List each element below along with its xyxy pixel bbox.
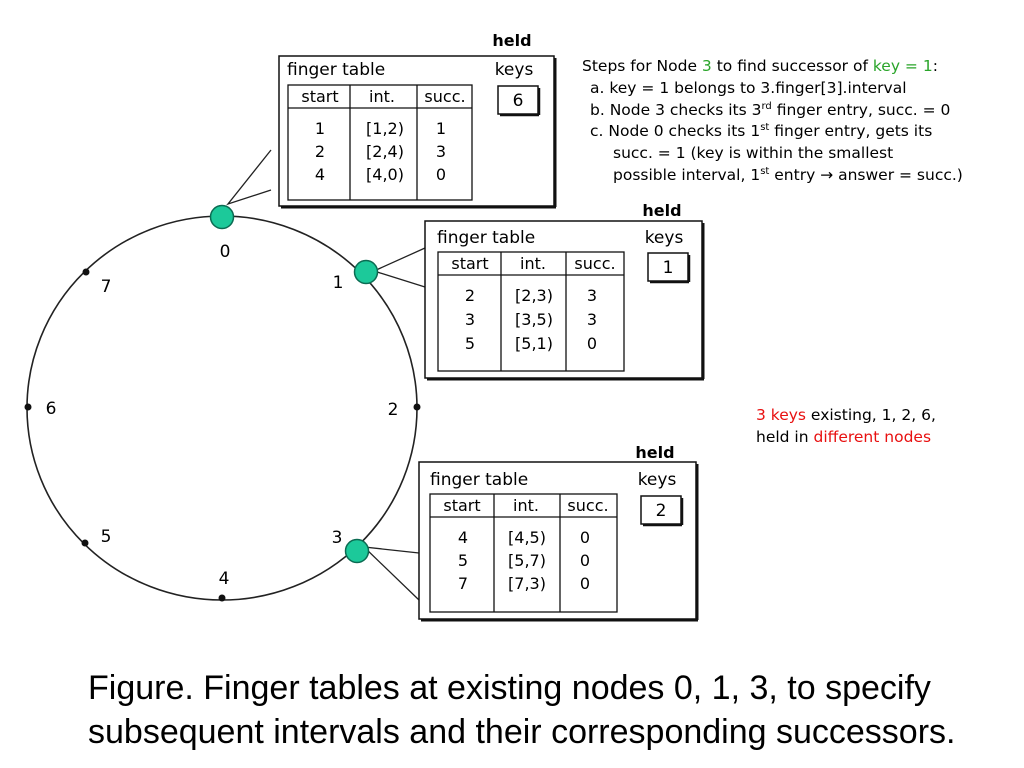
row-3-succ: 0 [580, 574, 590, 593]
ring-label-2: 2 [388, 400, 399, 420]
col-succ-header: succ. [424, 87, 465, 106]
row-2-int: [3,5) [515, 310, 553, 329]
finger-table-title: finger table [430, 470, 528, 490]
ring-dot-5 [81, 539, 89, 547]
finger-table-grid [429, 493, 618, 613]
col-succ-header: succ. [567, 496, 608, 515]
row-2-start: 2 [315, 142, 325, 161]
row-1-start: 1 [315, 119, 325, 138]
row-3-start: 5 [465, 334, 475, 353]
finger-table-grid [287, 84, 473, 201]
ring-label-5: 5 [101, 527, 112, 547]
col-start-header: start [451, 254, 488, 273]
held-label: held [642, 201, 681, 220]
row-1-int: [4,5) [508, 528, 546, 547]
finger-table-title: finger table [437, 228, 535, 248]
step-c-line2: succ. = 1 (key is within the smallest [613, 144, 894, 163]
ring-label-3: 3 [332, 528, 343, 548]
row-3-int: [4,0) [366, 165, 404, 184]
held-key-box [640, 495, 682, 525]
step-c: c. Node 0 checks its 1st finger entry, g… [590, 122, 933, 141]
row-2-int: [2,4) [366, 142, 404, 161]
row-2-start: 5 [458, 551, 468, 570]
held-key-value: 6 [513, 91, 524, 111]
row-2-succ: 0 [580, 551, 590, 570]
col-int-header: int. [513, 496, 539, 515]
node-1-circle [353, 259, 379, 285]
callout-node-0 [226, 149, 272, 206]
node-3-circle [344, 538, 370, 564]
figure-caption: Figure. Finger tables at existing nodes … [88, 666, 988, 754]
ring-label-6: 6 [46, 399, 57, 419]
step-c-line3: possible interval, 1st entry → answer = … [613, 165, 963, 184]
held-key-value: 2 [656, 501, 667, 521]
col-int-header: int. [369, 87, 395, 106]
ring-dot-7 [82, 268, 90, 276]
callout-node-1 [372, 247, 426, 288]
held-key-value: 1 [663, 258, 674, 278]
row-1-succ: 1 [436, 119, 446, 138]
held-label: held [635, 443, 674, 462]
finger-table-grid [437, 251, 625, 372]
row-2-int: [5,7) [508, 551, 546, 570]
step-b: b. Node 3 checks its 3rd finger entry, s… [590, 100, 951, 119]
row-2-succ: 3 [436, 142, 446, 161]
row-1-int: [1,2) [366, 119, 404, 138]
caption-line-1: Figure. Finger tables at existing nodes … [88, 669, 931, 707]
ring-dot-4 [218, 594, 226, 602]
row-3-int: [5,1) [515, 334, 553, 353]
steps-title: Steps for Node 3 to find successor of ke… [582, 57, 938, 75]
row-1-succ: 0 [580, 528, 590, 547]
row-1-succ: 3 [587, 286, 597, 305]
row-3-start: 7 [458, 574, 468, 593]
held-key-box [497, 85, 539, 115]
ring-dot-6 [24, 403, 32, 411]
ring-label-4: 4 [219, 569, 230, 589]
col-start-header: start [443, 496, 480, 515]
keys-label: keys [645, 228, 684, 248]
step-a: a. key = 1 belongs to 3.finger[3].interv… [590, 78, 907, 97]
row-3-succ: 0 [436, 165, 446, 184]
row-1-start: 4 [458, 528, 468, 547]
finger-table-node-3: held keys finger table 2 start int. succ… [418, 443, 699, 622]
ring-label-1: 1 [333, 273, 344, 293]
keys-note: 3 keys existing, 1, 2, 6, held in differ… [756, 404, 936, 448]
finger-table-node-0: held keys finger table 6 start int. succ… [278, 31, 557, 209]
col-start-header: start [301, 87, 338, 106]
row-2-succ: 3 [587, 310, 597, 329]
lookup-steps: Steps for Node 3 to find successor of ke… [582, 56, 1022, 187]
row-1-start: 2 [465, 286, 475, 305]
row-3-int: [7,3) [508, 574, 546, 593]
col-int-header: int. [520, 254, 546, 273]
held-label: held [492, 31, 531, 50]
keys-label: keys [495, 60, 534, 80]
keys-note-line2: held in different nodes [756, 428, 932, 446]
ring-label-0: 0 [220, 242, 231, 262]
keys-note-line1: 3 keys existing, 1, 2, 6, [756, 406, 936, 424]
row-1-int: [2,3) [515, 286, 553, 305]
ring-label-7: 7 [101, 277, 112, 297]
row-3-succ: 0 [587, 334, 597, 353]
row-3-start: 4 [315, 165, 325, 184]
finger-table-node-1: held keys finger table 1 start int. succ… [424, 201, 705, 381]
caption-line-2: subsequent intervals and their correspon… [88, 713, 956, 751]
node-0-circle [209, 204, 235, 230]
row-2-start: 3 [465, 310, 475, 329]
callout-node-3 [362, 546, 420, 601]
finger-table-title: finger table [287, 60, 385, 80]
chord-ring-diagram: 0 1 2 3 4 5 6 7 held keys finger table 6… [24, 31, 705, 622]
keys-label: keys [638, 470, 677, 490]
ring-dot-2 [413, 403, 421, 411]
col-succ-header: succ. [574, 254, 615, 273]
